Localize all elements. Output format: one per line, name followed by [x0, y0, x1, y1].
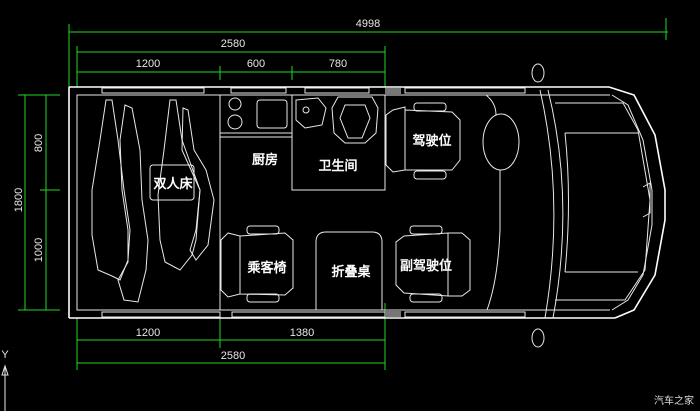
label-bathroom: 卫生间: [318, 158, 357, 174]
stove-burner-icon: [227, 114, 243, 130]
dimension-lines: [18, 18, 668, 370]
bathroom: [291, 94, 386, 191]
dim-top-bathroom: 780: [329, 58, 347, 70]
passenger-chair: [220, 225, 294, 303]
dim-overall-length: 4998: [356, 18, 380, 30]
label-double-bed: 双人床: [153, 176, 193, 192]
dim-top-kitchen: 600: [247, 58, 265, 70]
ucs-axis-icon: [1, 364, 9, 411]
dim-top-cabin: 2580: [221, 38, 245, 50]
label-passenger-chair: 乘客椅: [246, 260, 286, 276]
driver-seat: [385, 102, 461, 180]
kitchen: [219, 95, 292, 310]
dim-bottom-cabin: 2580: [221, 350, 245, 362]
folding-table: [315, 231, 383, 310]
dim-width-lower: 1000: [33, 238, 45, 262]
steering-wheel: [482, 113, 520, 171]
label-driver-seat: 驾驶位: [412, 133, 451, 149]
label-kitchen: 厨房: [252, 152, 278, 168]
axis-label-y: Y: [1, 349, 9, 361]
watermark: 汽车之家: [654, 394, 694, 407]
dim-width-total: 1800: [13, 188, 25, 212]
dim-top-bed: 1200: [136, 58, 160, 70]
sink: [256, 99, 288, 129]
co-driver-seat: [395, 225, 471, 303]
label-co-driver-seat: 副驾驶位: [400, 258, 452, 274]
dim-bottom-rest: 1380: [290, 327, 314, 339]
dim-bottom-bed: 1200: [136, 327, 160, 339]
double-bed: [76, 94, 221, 311]
dim-width-upper: 800: [33, 134, 45, 152]
label-folding-table: 折叠桌: [331, 264, 371, 280]
stove-burner-icon: [228, 97, 242, 111]
